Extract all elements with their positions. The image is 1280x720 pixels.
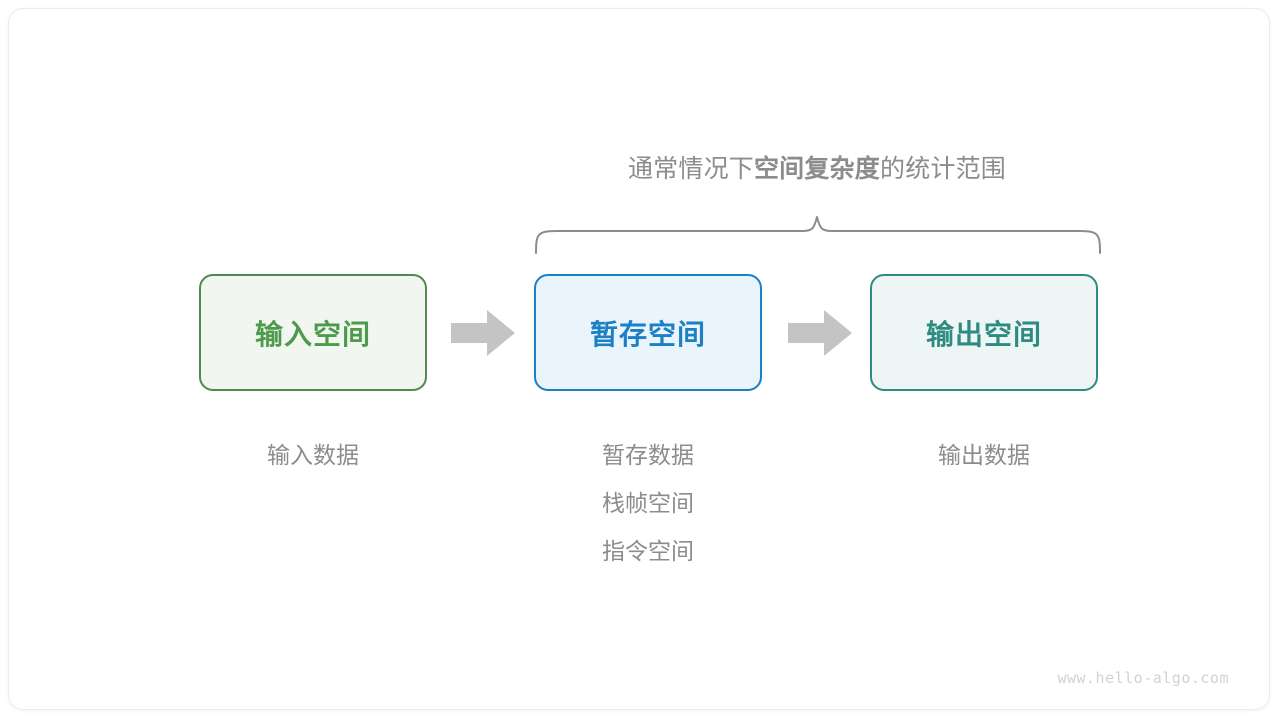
caption-input-line-0: 输入数据 [267, 442, 359, 468]
box-temp-space-label: 暂存空间 [589, 318, 706, 350]
caption-temp-line-1: 栈帧空间 [602, 490, 694, 516]
caption-output-space: 输出数据 [870, 431, 1098, 479]
annotation-prefix: 通常情况下 [627, 155, 754, 183]
caption-temp-line-0: 暂存数据 [602, 442, 694, 468]
diagram-card: 通常情况下空间复杂度的统计范围 输入空间 暂存空间 输出空间 输入数据 暂存数据 [9, 9, 1269, 709]
caption-temp-space: 暂存数据 栈帧空间 指令空间 [534, 431, 762, 575]
box-input-space-label: 输入空间 [254, 318, 371, 350]
annotation-label: 通常情况下空间复杂度的统计范围 [534, 152, 1100, 186]
annotation-emphasis: 空间复杂度 [753, 155, 880, 183]
curly-brace-icon [535, 216, 1101, 254]
box-output-space-label: 输出空间 [925, 318, 1042, 350]
arrow-right-icon-temp-to-output [788, 310, 852, 356]
box-output-space[interactable]: 输出空间 [870, 274, 1098, 391]
caption-input-space: 输入数据 [199, 431, 427, 479]
watermark: www.hello-algo.com [1057, 669, 1229, 687]
arrow-right-icon-input-to-temp [451, 310, 515, 356]
box-temp-space[interactable]: 暂存空间 [534, 274, 762, 391]
caption-temp-line-2: 指令空间 [602, 538, 694, 564]
annotation-suffix: 的统计范围 [880, 155, 1007, 183]
box-input-space[interactable]: 输入空间 [199, 274, 427, 391]
caption-output-line-0: 输出数据 [938, 442, 1030, 468]
